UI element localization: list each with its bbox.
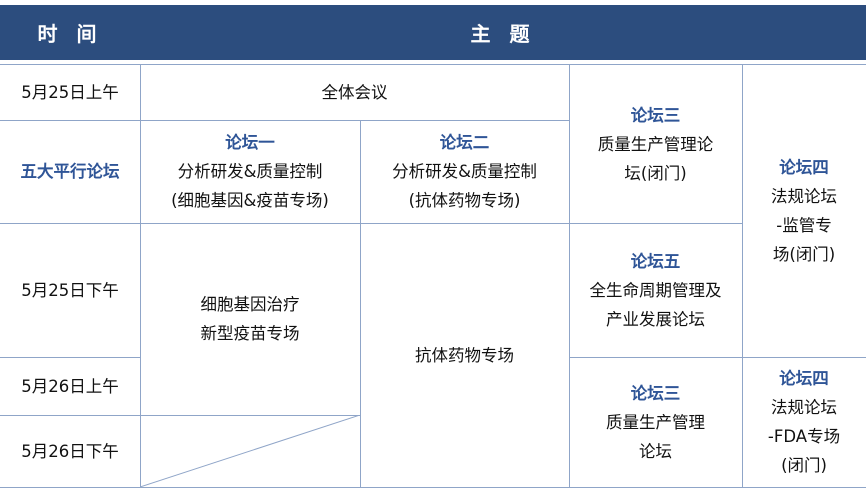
time-cell: 5月25日下午 <box>0 223 140 357</box>
forum-line: 产业发展论坛 <box>606 309 705 329</box>
time-label: 5月25日上午 <box>21 83 119 102</box>
divider <box>0 64 866 65</box>
forum-title: 论坛二 <box>439 133 490 152</box>
forum2-cell: 论坛二 分析研发&质量控制 (抗体药物专场) <box>360 120 569 223</box>
forum-line: 全生命周期管理及 <box>589 280 722 300</box>
forum-line: 论坛 <box>639 441 672 461</box>
forum-title: 论坛三 <box>630 383 681 403</box>
forum-line: -监管专 <box>776 216 832 235</box>
forum3a-cell: 论坛三 质量生产管理论 坛(闭门) <box>569 65 742 223</box>
divider <box>0 357 140 358</box>
forum1-cell: 论坛一 分析研发&质量控制 (细胞基因&疫苗专场) <box>140 120 360 223</box>
topic-line: 细胞基因治疗 <box>200 295 300 314</box>
forum-line: 法规论坛 <box>771 398 837 417</box>
forum-line: 质量生产管理 <box>606 412 705 432</box>
time-label: 五大平行论坛 <box>20 162 120 181</box>
forum-line: (抗体药物专场) <box>408 191 521 210</box>
header-time: 时 间 <box>0 5 140 60</box>
divider <box>569 357 866 358</box>
forum-line: 分析研发&质量控制 <box>392 162 537 181</box>
time-label: 5月26日下午 <box>21 441 119 461</box>
forum-line: -FDA专场 <box>767 427 841 446</box>
header-topic: 主 题 <box>140 5 866 60</box>
forum-line: 质量生产管理论 <box>597 134 714 154</box>
divider <box>0 415 360 416</box>
forum4a-cell: 论坛四 法规论坛 -监管专 场(闭门) <box>742 65 866 357</box>
divider <box>140 65 141 487</box>
time-cell: 5月25日上午 <box>0 65 140 120</box>
divider <box>742 65 743 487</box>
time-label: 5月25日下午 <box>21 280 119 300</box>
forum3b-cell: 论坛三 质量生产管理 论坛 <box>569 357 742 487</box>
plenary-label: 全体会议 <box>321 83 388 102</box>
time-cell: 5月26日下午 <box>0 415 140 487</box>
topic-line: 新型疫苗专场 <box>200 324 300 343</box>
time-label: 5月26日上午 <box>21 376 119 396</box>
divider <box>569 65 570 487</box>
plenary-cell: 全体会议 <box>140 65 569 120</box>
diagonal-line <box>140 415 360 487</box>
forum-line: 法规论坛 <box>771 187 837 206</box>
forum-title: 论坛一 <box>225 133 275 152</box>
forum4b-cell: 论坛四 法规论坛 -FDA专场 (闭门) <box>742 357 866 487</box>
forum-line: (细胞基因&疫苗专场) <box>171 191 329 210</box>
forum-line: 坛(闭门) <box>624 163 687 183</box>
forum-title: 论坛三 <box>630 105 681 125</box>
cell-gene-cell: 细胞基因治疗 新型疫苗专场 <box>140 223 360 415</box>
forum-title: 论坛四 <box>779 369 829 388</box>
time-cell: 五大平行论坛 <box>0 120 140 223</box>
forum-title: 论坛四 <box>779 158 829 177</box>
forum-line: 分析研发&质量控制 <box>177 162 323 181</box>
forum-line: (闭门) <box>781 456 827 475</box>
antibody-cell: 抗体药物专场 <box>360 223 569 487</box>
time-cell: 5月26日上午 <box>0 357 140 415</box>
divider <box>0 223 742 224</box>
forum5-cell: 论坛五 全生命周期管理及 产业发展论坛 <box>569 223 742 357</box>
topic-line: 抗体药物专场 <box>415 345 514 365</box>
forum-title: 论坛五 <box>630 251 681 271</box>
divider <box>0 487 866 488</box>
forum-line: 场(闭门) <box>772 245 836 264</box>
divider <box>0 120 569 121</box>
divider <box>360 120 361 487</box>
